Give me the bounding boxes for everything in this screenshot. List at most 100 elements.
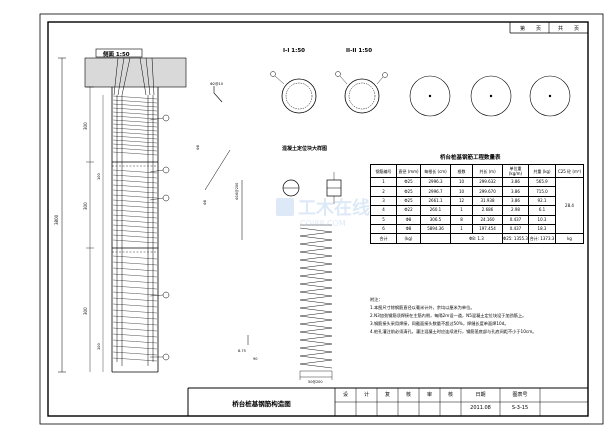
spiral-zone-2: [112, 169, 158, 244]
figure-no-label: 图表号: [512, 392, 528, 398]
table-total-row: 合计 (kg) Φ8: 1.3 Φ25: 1355.3 合计: 1373.3 k…: [370, 233, 584, 244]
table-row: 1 Φ25 2996.3 10 299.632 3.86 565.9 28.4: [370, 176, 584, 235]
section-1-outline: [281, 78, 317, 114]
table-cell: 2: [370, 186, 397, 197]
spiral-zone-1: [112, 95, 158, 156]
total-unit: (kg): [396, 233, 421, 244]
table-cell: Φ25: [396, 176, 421, 188]
callout-n5: [162, 353, 170, 361]
bent-bar-4-label: Φ16@200: [235, 183, 239, 200]
watermark-logo: 工木在线 COI88.COM: [276, 197, 370, 228]
table-cell: 5: [370, 214, 397, 225]
pile-elevation: 侧面 1:50: [54, 48, 187, 373]
rebar-quantity-table: 钢筋编号 直径 (mm) 每根长 (cm) 根数 共长 (m) 单位重 (kg/…: [370, 164, 584, 244]
title-block: [187, 387, 588, 416]
pile-cap: [84, 57, 187, 88]
note-item: 4.桩孔灌注前必须清孔，灌注混凝土时应连续进行，钢筋笼底部与孔底间距不小于10c…: [370, 329, 537, 334]
note-item: 1.本图尺寸除钢筋直径以毫米计外，余均以厘米为单位。: [370, 305, 475, 310]
total-phi25: Φ25: 1355.3: [502, 233, 529, 244]
elevation-title: 侧面 1:50: [103, 50, 130, 58]
table-cell: 10: [450, 186, 473, 197]
note-item: 2.N3加劲钢筋须焊接在主筋内侧，每隔2m设一道，N5混凝土定位块设于加劲筋上。: [370, 313, 527, 318]
table-cell: 715.0: [528, 186, 556, 197]
spiral-dim-label: 50@200: [308, 380, 323, 384]
note-item: 3.钢筋接头采用焊接，同截面接头数量不超过50%，焊缝长度单面焊10d。: [370, 321, 509, 326]
callout-n2: [162, 166, 170, 174]
table-cell: 1: [370, 176, 397, 188]
total-cell: [420, 233, 451, 244]
callout-n1: [162, 114, 170, 122]
table-cell: 3.86: [502, 186, 529, 197]
table-cell: 197.454: [472, 223, 503, 235]
bent-bar-1: [213, 86, 223, 103]
table-cell: Φ8: [396, 214, 421, 225]
sign-field-2: 计: [363, 392, 369, 398]
bent-bar-2-label: Φ8: [196, 145, 200, 150]
col-header-unit-weight: 单位重 (kg/m): [502, 164, 529, 178]
table-cell: 299.670: [472, 186, 503, 197]
table-cell: 6.1: [528, 205, 556, 216]
table-cell: 18.3: [528, 223, 556, 235]
table-cell: 10: [450, 176, 473, 188]
table-cell: 260.1: [420, 205, 451, 216]
table-cell: Φ25: [396, 186, 421, 197]
section-2-outline: [344, 78, 380, 114]
table-cell: 1: [450, 223, 473, 235]
bent-bar-1-label: Φ2@10: [210, 82, 223, 86]
notes-block: 附注： 1.本图尺寸除钢筋直径以毫米计外，余均以厘米为单位。 2.N3加劲钢筋须…: [370, 296, 584, 336]
inner-frame: [47, 21, 589, 417]
bent-bar-details: Φ2@10 Φ8 Φ8 Φ16@200 8.75 90: [196, 82, 257, 361]
date-value: 2011.08: [470, 405, 491, 411]
ring-detail-1: [409, 75, 451, 117]
table-cell: 24.160: [472, 214, 503, 225]
spacer-detail-title: 混凝土定位块大样图: [282, 145, 327, 152]
table-cell: Φ22: [396, 205, 421, 216]
page-label-4: 页: [574, 26, 579, 32]
figure-no: S-3-15: [511, 405, 529, 411]
svg-text:COI88.COM: COI88.COM: [300, 219, 346, 228]
spiral-detail: 50@200: [299, 224, 333, 384]
spiral-zigzag: [299, 227, 333, 369]
table-cell: 0.437: [502, 223, 529, 235]
ring-detail-3: [529, 75, 571, 117]
dim-top: 300: [83, 122, 88, 130]
table-cell: Φ25: [396, 195, 421, 207]
table-cell: 31.938: [472, 195, 503, 207]
table-cell: 10.3: [528, 214, 556, 225]
bent-bar-2: [204, 149, 231, 191]
table-cell: 3.86: [502, 195, 529, 207]
table-cell: 1: [450, 205, 473, 216]
col-header-bar-no: 钢筋编号: [370, 164, 397, 178]
date-label: 日期: [475, 392, 486, 398]
table-cell: 299.632: [472, 176, 503, 188]
table-cell: 2661.1: [420, 195, 451, 207]
page-label-2: 页: [536, 26, 541, 32]
table-cell: 4: [370, 205, 397, 216]
table-cell: 565.9: [528, 176, 556, 188]
page-label-3: 共: [558, 25, 563, 32]
table-cell: 2.686: [472, 205, 503, 216]
spacer-block-detail: 混凝土定位块大样图: [282, 145, 342, 204]
page-label-1: 第: [520, 25, 525, 32]
col-header-unit-length: 每根长 (cm): [420, 164, 451, 178]
table-row: 3 Φ25 2661.1 12 31.938 3.86 92.1: [370, 195, 584, 207]
sign-field-1: 设: [342, 392, 348, 398]
table-cell: 2996.3: [420, 176, 451, 188]
dim-total: 3800: [54, 214, 59, 225]
callout-n4: [162, 291, 170, 299]
bent-bar-3-label: Φ8: [203, 200, 207, 205]
table-cell: 6: [370, 223, 397, 235]
dim-spacing-1: 100: [97, 173, 101, 180]
col-header-concrete: C25 砼 (m³): [555, 164, 584, 178]
table-cell: 0.437: [502, 214, 529, 225]
sign-field-6: 核: [447, 392, 453, 398]
dim-mid: 300: [83, 202, 88, 210]
table-cell: 3.86: [502, 176, 529, 188]
outer-frame: [39, 13, 604, 425]
table-row: 6 Φ8 5894.36 1 197.454 0.437 18.3: [370, 223, 584, 235]
sign-field-5: 审: [426, 392, 432, 398]
table-row: 2 Φ25 2996.7 10 299.670 3.86 715.0: [370, 186, 584, 197]
callout-group: [149, 114, 170, 361]
total-label: 合计: [370, 233, 397, 244]
